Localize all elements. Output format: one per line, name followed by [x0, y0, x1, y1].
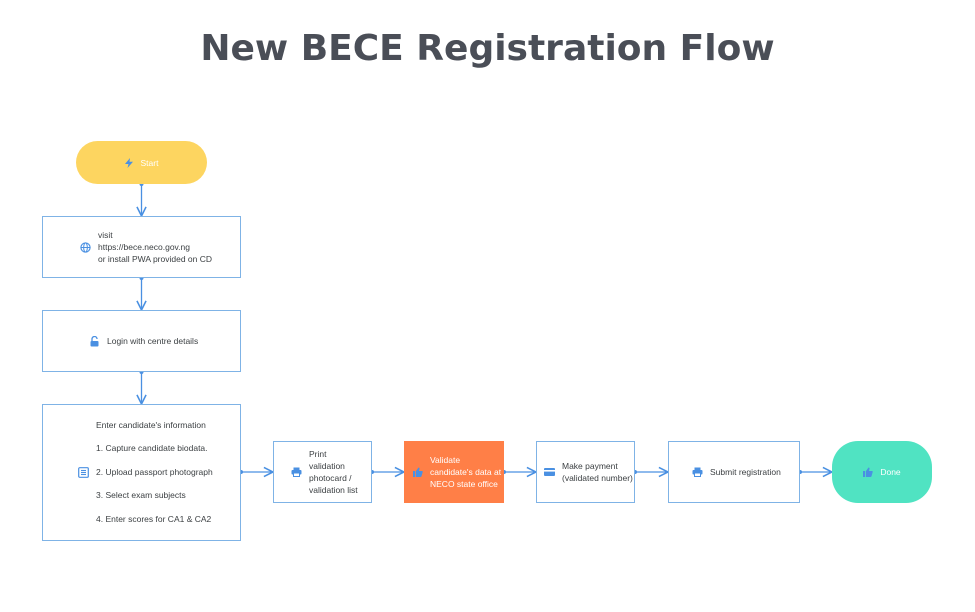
lightning-icon — [124, 157, 133, 168]
done-node: Done — [832, 441, 932, 503]
submit-node: Submit registration — [668, 441, 800, 503]
visit-line: or install PWA provided on CD — [98, 254, 213, 264]
diagram-title: New BECE Registration Flow — [200, 28, 775, 69]
print-text: Print validation photocard / validation … — [309, 448, 358, 496]
enter-info-step: 1. Capture candidate biodata. — [96, 443, 208, 454]
enter-info-step: 4. Enter scores for CA1 & CA2 — [96, 513, 212, 524]
enter-info-step: 3. Select exam subjects — [96, 490, 186, 501]
login-node: Login with centre details — [42, 310, 241, 372]
validate-node: Validate candidate's data at NECO state … — [404, 441, 504, 503]
credit-card-icon — [544, 468, 555, 476]
print-node: Print validation photocard / validation … — [273, 441, 372, 503]
enter-info-text: Enter candidate's information 1. Capture… — [96, 414, 213, 532]
globe-icon — [80, 241, 91, 253]
payment-node: Make payment (validated number) — [536, 441, 635, 503]
visit-node: visit https://bece.neco.gov.ng or instal… — [42, 216, 241, 278]
submit-label: Submit registration — [710, 467, 781, 477]
print-line: validation list — [309, 485, 358, 495]
print-line: Print — [309, 449, 327, 459]
validate-line: NECO state office — [430, 479, 498, 489]
login-label: Login with centre details — [107, 336, 199, 346]
padlock-icon — [90, 335, 99, 347]
document-icon — [78, 467, 89, 478]
validate-text: Validate candidate's data at NECO state … — [430, 454, 501, 490]
enter-info-node: Enter candidate's information 1. Capture… — [42, 404, 241, 541]
payment-line: (validated number) — [562, 473, 633, 483]
printer-icon — [692, 467, 703, 477]
visit-text: visit https://bece.neco.gov.ng or instal… — [98, 229, 212, 265]
print-line: validation — [309, 461, 345, 471]
done-label: Done — [880, 467, 901, 477]
enter-info-heading: Enter candidate's information — [96, 419, 206, 430]
print-line: photocard / — [309, 473, 352, 483]
thumbs-up-icon — [413, 467, 423, 477]
start-label: Start — [140, 157, 159, 168]
visit-url: https://bece.neco.gov.ng — [98, 242, 190, 252]
start-node: Start — [76, 141, 207, 184]
validate-line: candidate's data at — [430, 467, 502, 477]
visit-line: visit — [98, 230, 113, 240]
enter-info-step: 2. Upload passport photograph — [96, 466, 213, 477]
validate-line: Validate — [430, 455, 461, 465]
thumbs-up-icon — [863, 467, 874, 477]
printer-icon — [291, 467, 302, 477]
payment-text: Make payment (validated number) — [562, 460, 633, 484]
payment-line: Make payment — [562, 461, 618, 471]
